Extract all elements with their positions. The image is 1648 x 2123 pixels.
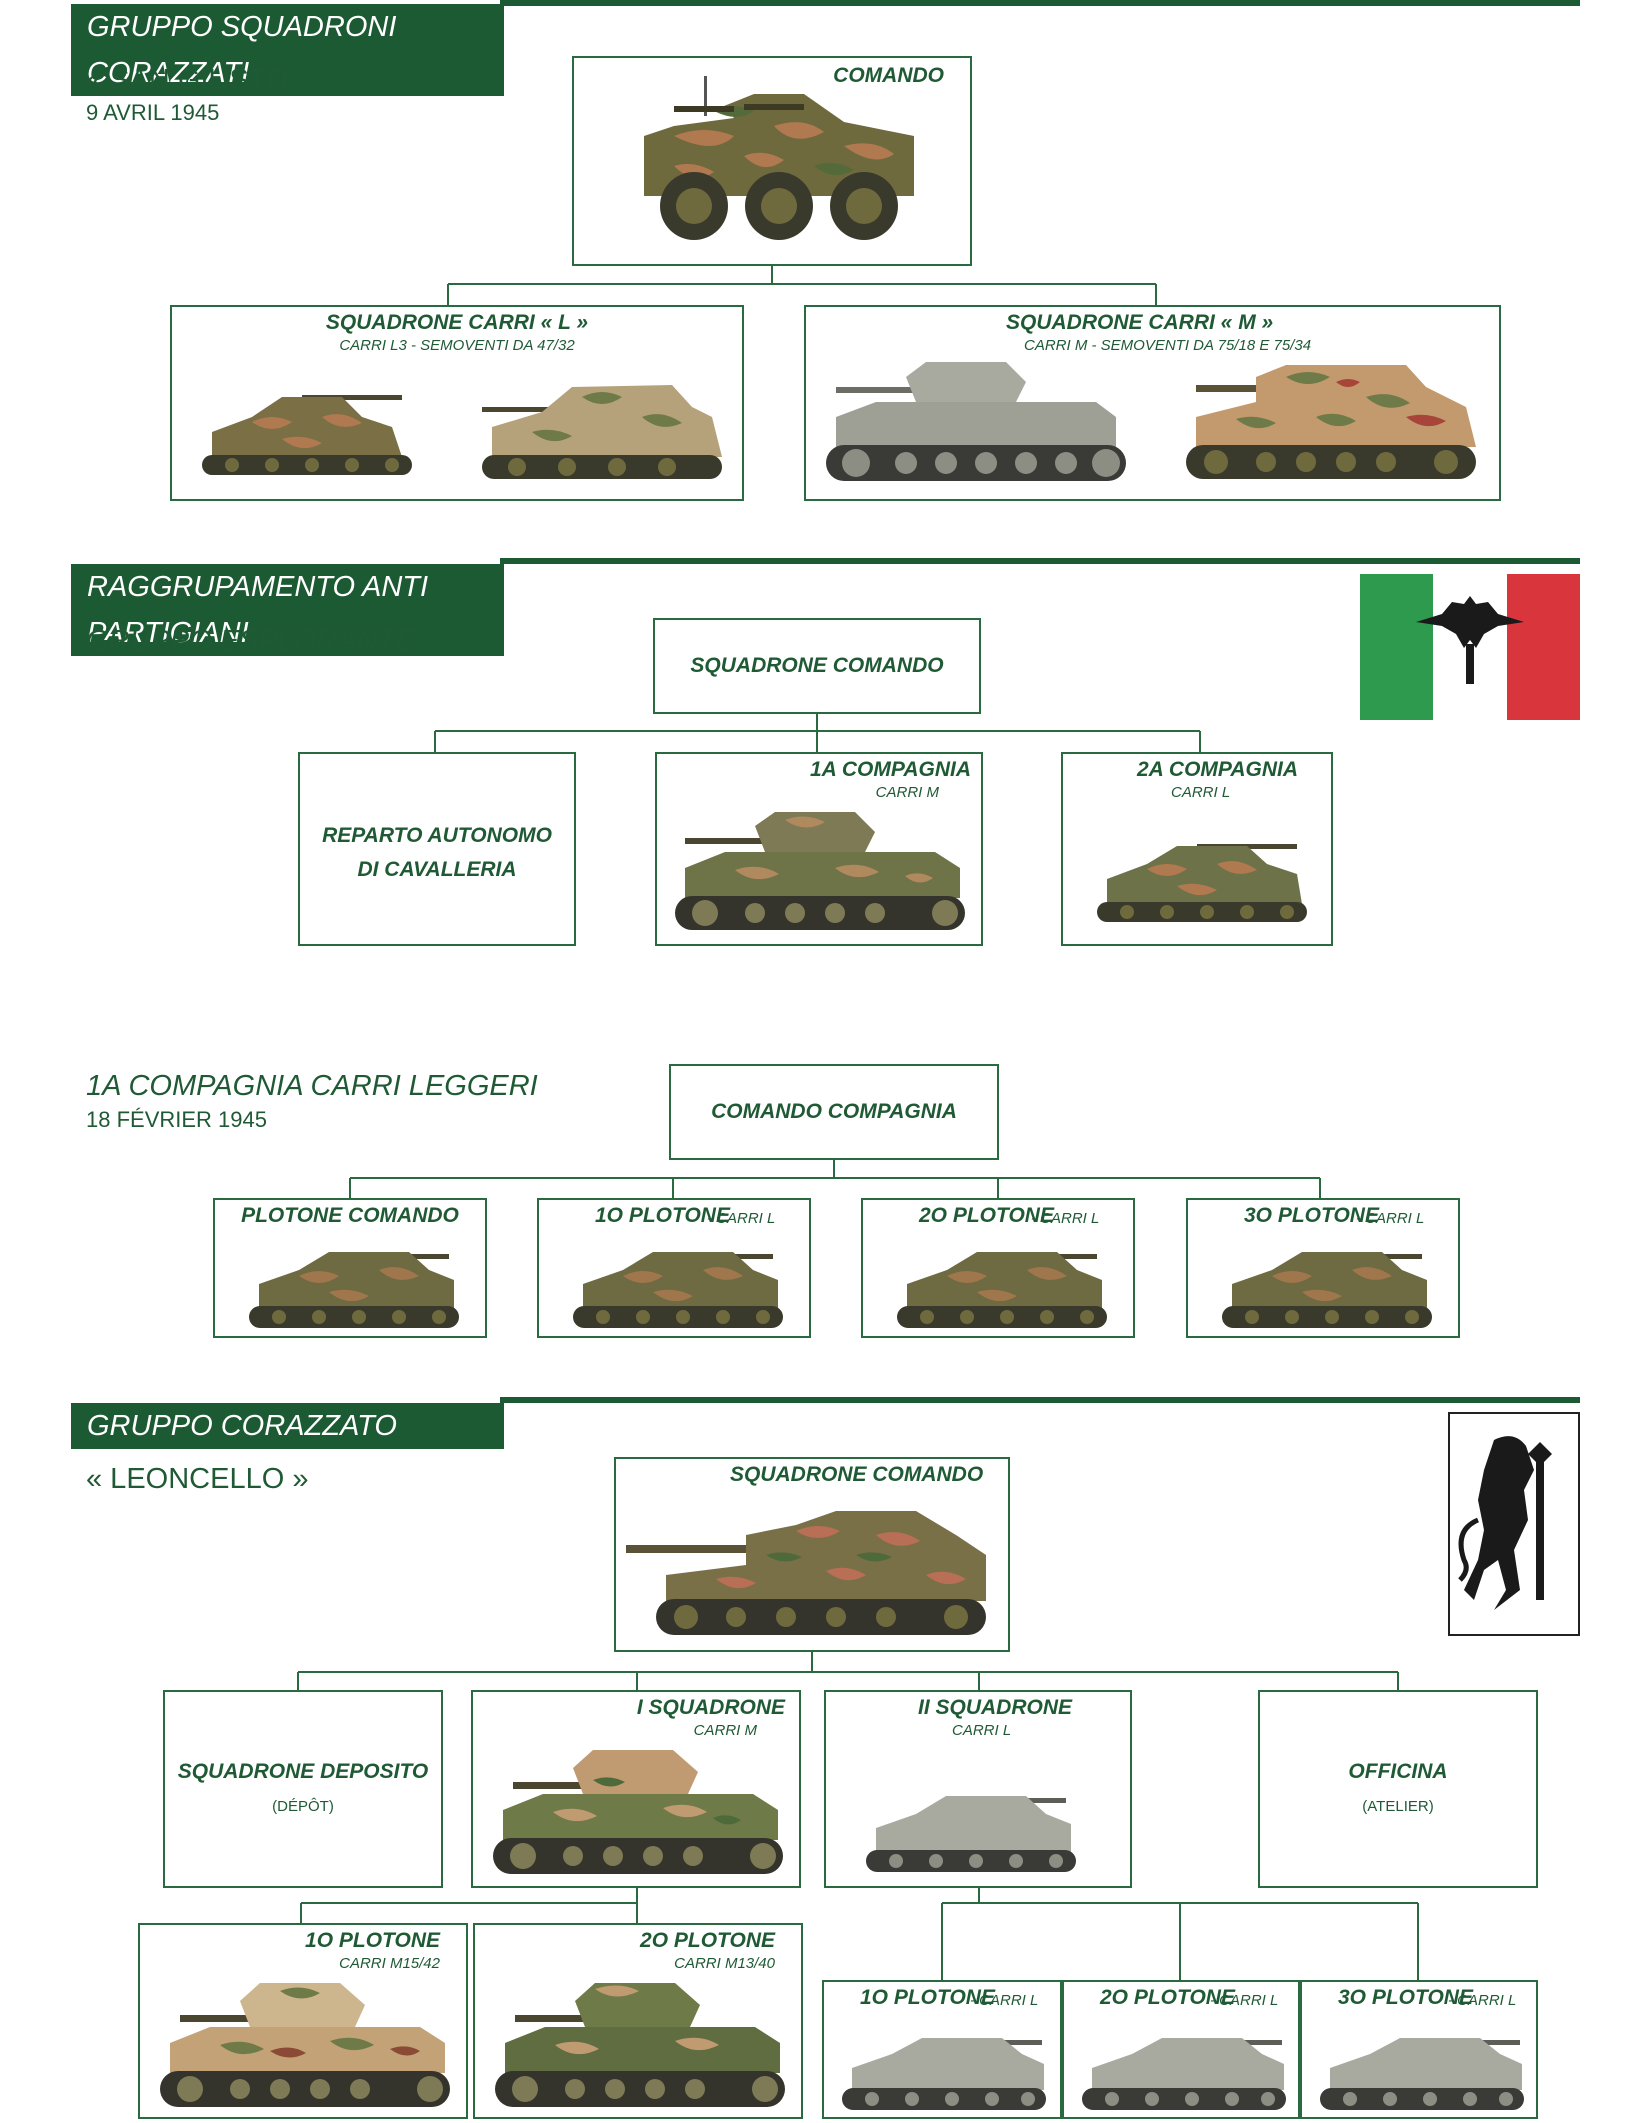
plotone-m1-sub: CARRI M15/42 (339, 1955, 440, 1972)
box-comando-compagnia: COMANDO COMPAGNIA (669, 1064, 999, 1160)
section-rule (500, 0, 1580, 6)
squadrone-m-sub: CARRI M - SEMOVENTI DA 75/18 E 75/34 (1024, 337, 1312, 354)
section-rule (500, 558, 1580, 564)
medium-tank-icon (826, 362, 1126, 481)
medium-tank-icon (493, 1750, 783, 1874)
squadrone-comando-label: SQUADRONE COMANDO (690, 654, 944, 677)
box-ii-squadrone: II SQUADRONE CARRI L (824, 1690, 1132, 1888)
box-squadrone-carri-l: SQUADRONE CARRI « L » CARRI L3 - SEMOVEN… (170, 305, 744, 501)
light-tank-icon (842, 2038, 1046, 2110)
plotone-l1-label: 1O PLOTONE (860, 1986, 995, 2009)
light-tank-icon (897, 1252, 1107, 1328)
self-propelled-gun-icon (482, 385, 722, 479)
light-tank-icon (1097, 844, 1307, 922)
plotone-1-label: 1O PLOTONE (595, 1204, 730, 1227)
box-3o-plotone-l: 3O PLOTONE - CARRI L (1300, 1980, 1538, 2119)
plotone-2-label: 2O PLOTONE (919, 1204, 1054, 1227)
plotone-m2-label: 2O PLOTONE (640, 1929, 775, 1952)
self-propelled-gun-icon (626, 1511, 986, 1635)
officina-sub: (ATELIER) (1362, 1798, 1434, 1815)
light-tank-icon (1222, 1252, 1432, 1328)
compagnia-2-label: 2A COMPAGNIA (1137, 758, 1299, 781)
plotone-l2-label: 2O PLOTONE (1100, 1986, 1235, 2009)
medium-tank-icon (495, 1983, 785, 2107)
plotone-l3-sub: - CARRI L (1448, 1992, 1517, 2009)
comando-compagnia-label: COMANDO COMPAGNIA (711, 1100, 957, 1123)
box-squadrone-carri-m: SQUADRONE CARRI « M » CARRI M - SEMOVENT… (804, 305, 1501, 501)
lion-emblem-box (1448, 1412, 1580, 1636)
box-plotone-comando: PLOTONE COMANDO (213, 1198, 487, 1338)
section-band-gruppo-corazzato: GRUPPO CORAZZATO (71, 1403, 504, 1449)
compagnia-2-sub: CARRI L (1171, 784, 1231, 801)
squadrone-l-label: SQUADRONE CARRI « L » (325, 311, 589, 334)
plotone-l2-sub: - CARRI L (1210, 1992, 1279, 2009)
plotone-3-sub: - CARRI L (1356, 1210, 1425, 1227)
box-comando: COMANDO (572, 56, 972, 266)
plotone-m2-sub: CARRI M13/40 (674, 1955, 775, 1972)
squadrone-m-label: SQUADRONE CARRI « M » (1006, 311, 1274, 334)
squadrone-l-sub: CARRI L3 - SEMOVENTI DA 47/32 (339, 337, 575, 354)
reparto-line-2: DI CAVALLERIA (357, 858, 517, 881)
ii-squadrone-sub: CARRI L (952, 1722, 1012, 1739)
light-tank-icon (866, 1796, 1076, 1872)
compagnia-1-sub: CARRI M (875, 784, 939, 801)
plotone-m1-label: 1O PLOTONE (305, 1929, 440, 1952)
box-i-squadrone: I SQUADRONE CARRI M (471, 1690, 801, 1888)
box-1a-compagnia: 1A COMPAGNIA CARRI M (655, 752, 983, 946)
armored-car-icon (644, 76, 914, 240)
plotone-comando-label: PLOTONE COMANDO (241, 1204, 459, 1227)
plotone-2-sub: - CARRI L (1031, 1210, 1100, 1227)
box-2a-compagnia: 2A COMPAGNIA CARRI L (1061, 752, 1333, 946)
box-1o-plotone-l: 1O PLOTONE - CARRI L (822, 1980, 1062, 2119)
officina-label: OFFICINA (1348, 1760, 1448, 1783)
plotone-l1-sub: - CARRI L (970, 1992, 1039, 2009)
self-propelled-gun-icon (1186, 365, 1476, 479)
unit-name-gruppo-esplorante: GRUPPO ESPLORANTE (86, 625, 415, 657)
lion-emblem-icon (1458, 1436, 1552, 1610)
squadrone-deposito-sub: (DÉPÔT) (272, 1798, 334, 1815)
self-propelled-gun-icon (202, 395, 412, 475)
box-2o-plotone-m: 2O PLOTONE CARRI M13/40 (473, 1923, 803, 2119)
box-1o-plotone: 1O PLOTONE - CARRI L (537, 1198, 811, 1338)
unit-date-feb: 18 FÉVRIER 1945 (86, 1107, 267, 1132)
squadrone-deposito-label: SQUADRONE DEPOSITO (177, 1760, 429, 1783)
comando-label: COMANDO (833, 64, 944, 87)
reparto-line-1: REPARTO AUTONOMO (322, 824, 552, 847)
light-tank-icon (1082, 2038, 1286, 2110)
ii-squadrone-label: II SQUADRONE (918, 1696, 1073, 1719)
box-officina: OFFICINA (ATELIER) (1258, 1690, 1538, 1888)
unit-name-1a-compagnia-carri-leggeri: 1A COMPAGNIA CARRI LEGGERI (86, 1070, 538, 1102)
plotone-l3-label: 3O PLOTONE (1338, 1986, 1473, 2009)
box-1o-plotone-m: 1O PLOTONE CARRI M15/42 (138, 1923, 468, 2119)
plotone-1-sub: - CARRI L (707, 1210, 776, 1227)
box-3o-plotone: 3O PLOTONE - CARRI L (1186, 1198, 1460, 1338)
box-reparto-autonomo: REPARTO AUTONOMO DI CAVALLERIA (298, 752, 576, 946)
light-tank-icon (1320, 2038, 1524, 2110)
section-band-raggrupamento: RAGGRUPAMENTO ANTI PARTIGIANI (71, 564, 504, 656)
section-band-gruppo-squadroni: GRUPPO SQUADRONI CORAZZATI (71, 4, 504, 96)
box-squadrone-deposito: SQUADRONE DEPOSITO (DÉPÔT) (163, 1690, 443, 1888)
light-tank-icon (573, 1252, 783, 1328)
medium-tank-icon (675, 812, 965, 930)
i-squadrone-label: I SQUADRONE (636, 1696, 785, 1719)
compagnia-1-label: 1A COMPAGNIA (809, 758, 971, 781)
italian-flag-icon (1360, 574, 1580, 720)
i-squadrone-sub: CARRI M (693, 1722, 757, 1739)
plotone-3-label: 3O PLOTONE (1244, 1204, 1379, 1227)
unit-date: 9 AVRIL 1945 (86, 100, 220, 125)
box-2o-plotone-l: 2O PLOTONE - CARRI L (1062, 1980, 1300, 2119)
section-rule (500, 1397, 1580, 1403)
medium-tank-icon (160, 1983, 450, 2107)
box-squadrone-comando-4: SQUADRONE COMANDO (614, 1457, 1010, 1652)
box-squadrone-comando: SQUADRONE COMANDO (653, 618, 981, 714)
light-tank-icon (249, 1252, 459, 1328)
squadrone-comando-4-label: SQUADRONE COMANDO (730, 1463, 984, 1486)
box-2o-plotone: 2O PLOTONE - CARRI L (861, 1198, 1135, 1338)
unit-name-san-giusto: « SAN GIUSTO » (86, 64, 313, 96)
unit-name-leoncello: « LEONCELLO » (86, 1463, 309, 1495)
